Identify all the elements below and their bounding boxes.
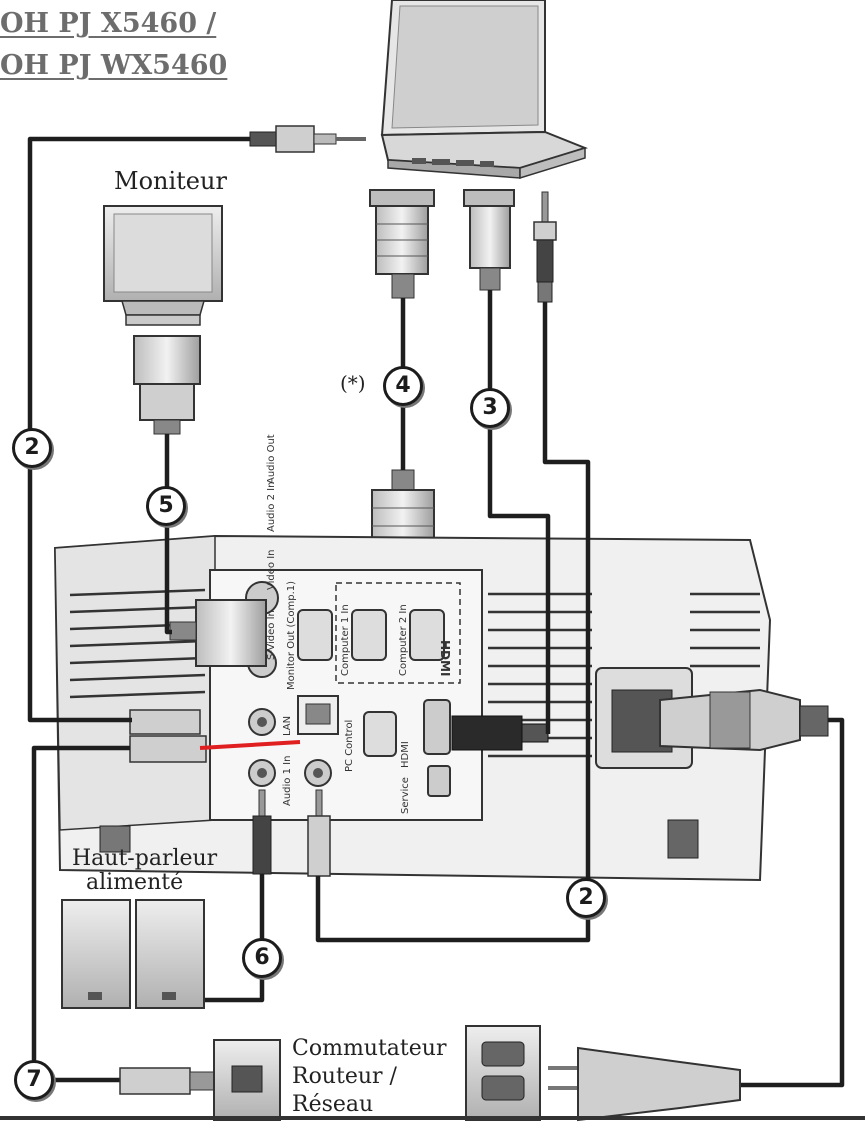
cable-number-2-right: 2 [566,878,606,918]
switch-label-line2: Routeur / [292,1064,397,1089]
cable-number-4: 4 [383,366,423,406]
cable-number-2-left: 2 [12,428,52,468]
switch-label-line3: Réseau [292,1092,373,1117]
bottom-rule [0,1116,865,1120]
port-label-computer2: Computer 2 In [398,604,409,676]
port-label-pc-control: PC Control [344,720,355,772]
cable-number-7: 7 [14,1060,54,1100]
hdmi-logo: HDMI [438,640,452,676]
port-label-hdmi: HDMI [400,741,411,768]
audio-plug-laptop [534,192,556,302]
audio-plugs-left [130,710,206,762]
audio-plug-top [250,126,366,152]
cable-number-5: 5 [146,486,186,526]
network-switch [214,1040,280,1120]
model-title-line1: OH PJ X5460 / [0,8,216,39]
power-plug-projector [660,690,828,750]
cable-number-3: 3 [470,388,510,428]
vga-plug-laptop-2 [464,190,514,290]
port-label-audio1: Audio 1 In [282,756,293,806]
lan-plug-switch [120,1068,220,1094]
model-title-line2: OH PJ WX5460 [0,50,227,81]
vga-plug-monitor [134,336,200,434]
port-label-service: Service [400,777,411,814]
monitor-label: Moniteur [114,168,227,196]
wall-outlet [466,1026,540,1120]
speakers [62,900,204,1008]
speaker-label-line1: Haut-parleur [72,846,217,871]
optional-mark: (*) [340,372,366,395]
vga-plug-laptop [370,190,434,298]
port-label-audio-out: Audio Out [266,434,277,484]
port-label-video: Video In [266,550,277,590]
port-label-monitor-out: Monitor Out (Comp.1) [286,581,297,690]
port-label-lan: LAN [282,716,293,736]
laptop [382,0,585,178]
port-label-computer1: Computer 1 In [340,604,351,676]
port-label-audio2: Audio 2 In [266,482,277,532]
monitor-device [104,206,222,325]
speaker-label-line2: alimenté [86,870,183,895]
switch-label-line1: Commutateur [292,1036,446,1061]
cable-number-6: 6 [242,938,282,978]
power-plug-wall [548,1048,740,1120]
port-label-svideo: S-Video In [266,610,277,660]
